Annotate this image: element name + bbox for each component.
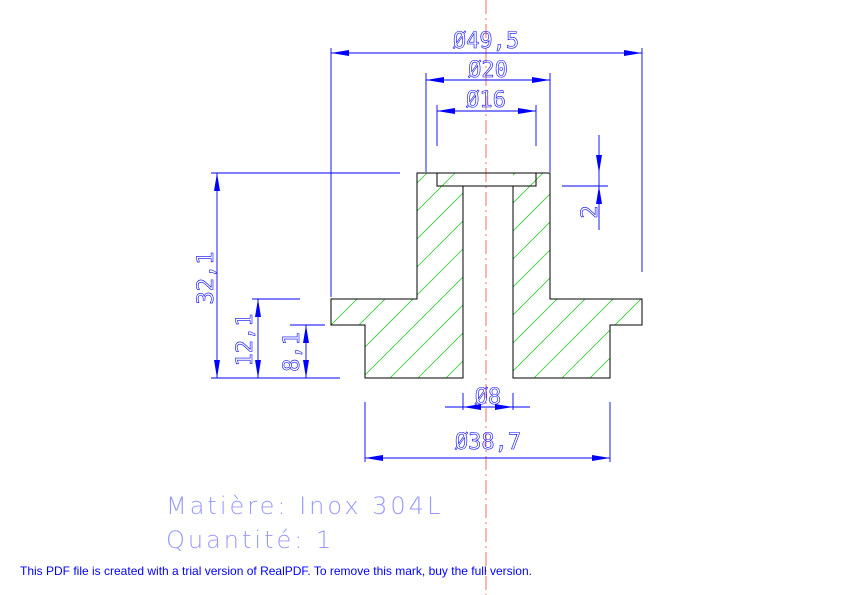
hatch-line <box>658 160 842 390</box>
hatch-line <box>70 160 300 390</box>
section-right <box>512 172 643 379</box>
hatch-line <box>633 173 642 378</box>
hatch-line <box>521 173 642 378</box>
hatch-line <box>549 173 642 378</box>
dim-counterbore-inner: Ø16 <box>466 88 506 113</box>
section-left <box>330 172 464 379</box>
dim-counterbore-outer: Ø20 <box>468 58 508 83</box>
hatch-line <box>605 173 642 378</box>
part-outline <box>330 172 643 379</box>
hatch-line <box>574 160 804 390</box>
hatch-line <box>774 160 842 390</box>
hatch-line <box>513 173 585 378</box>
hatch-line <box>718 160 842 390</box>
hatch-line <box>513 173 641 378</box>
hatch-line <box>802 160 842 390</box>
hatch-line <box>662 160 842 390</box>
hatch-line <box>630 160 842 390</box>
quantity-note: Quantité: 1 <box>166 526 334 554</box>
dim-counterbore-depth: 2 <box>578 205 603 218</box>
hatch-line <box>513 173 642 378</box>
dim-outer-flange-diameter: Ø49,5 <box>453 29 519 54</box>
hatch-line <box>830 160 842 390</box>
dimension-lines <box>214 50 642 461</box>
hatch-line <box>513 173 642 378</box>
hatch-line <box>331 173 385 378</box>
hatch-line <box>331 173 463 378</box>
extension-lines <box>211 48 643 462</box>
hatch-line <box>461 173 463 378</box>
dim-total-height: 32,1 <box>194 252 219 305</box>
hatch-right <box>513 160 842 390</box>
hatch-line <box>577 173 642 378</box>
hatch-line <box>331 173 463 378</box>
hatch-line <box>602 160 832 390</box>
hatch-line <box>746 160 842 390</box>
hatch-line <box>331 173 463 378</box>
hatch-line <box>690 160 842 390</box>
dim-base-diameter: Ø38,7 <box>455 430 521 455</box>
dim-flange-lower-height: 8,1 <box>280 332 305 372</box>
hatch-line <box>513 173 642 378</box>
hatch-line <box>405 173 463 378</box>
dim-bore-diameter: Ø8 <box>475 385 502 410</box>
hatch-line <box>518 160 748 390</box>
hatch-left <box>70 160 842 390</box>
hatch-line <box>513 173 557 378</box>
hatch-line <box>349 173 463 378</box>
watermark-text: This PDF file is created with a trial ve… <box>20 564 532 578</box>
hatch-line <box>377 173 463 378</box>
hatch-line <box>546 160 776 390</box>
material-note: Matière: Inox 304L <box>166 492 443 520</box>
hatch-line <box>686 160 842 390</box>
dim-flange-height: 12,1 <box>233 314 258 367</box>
